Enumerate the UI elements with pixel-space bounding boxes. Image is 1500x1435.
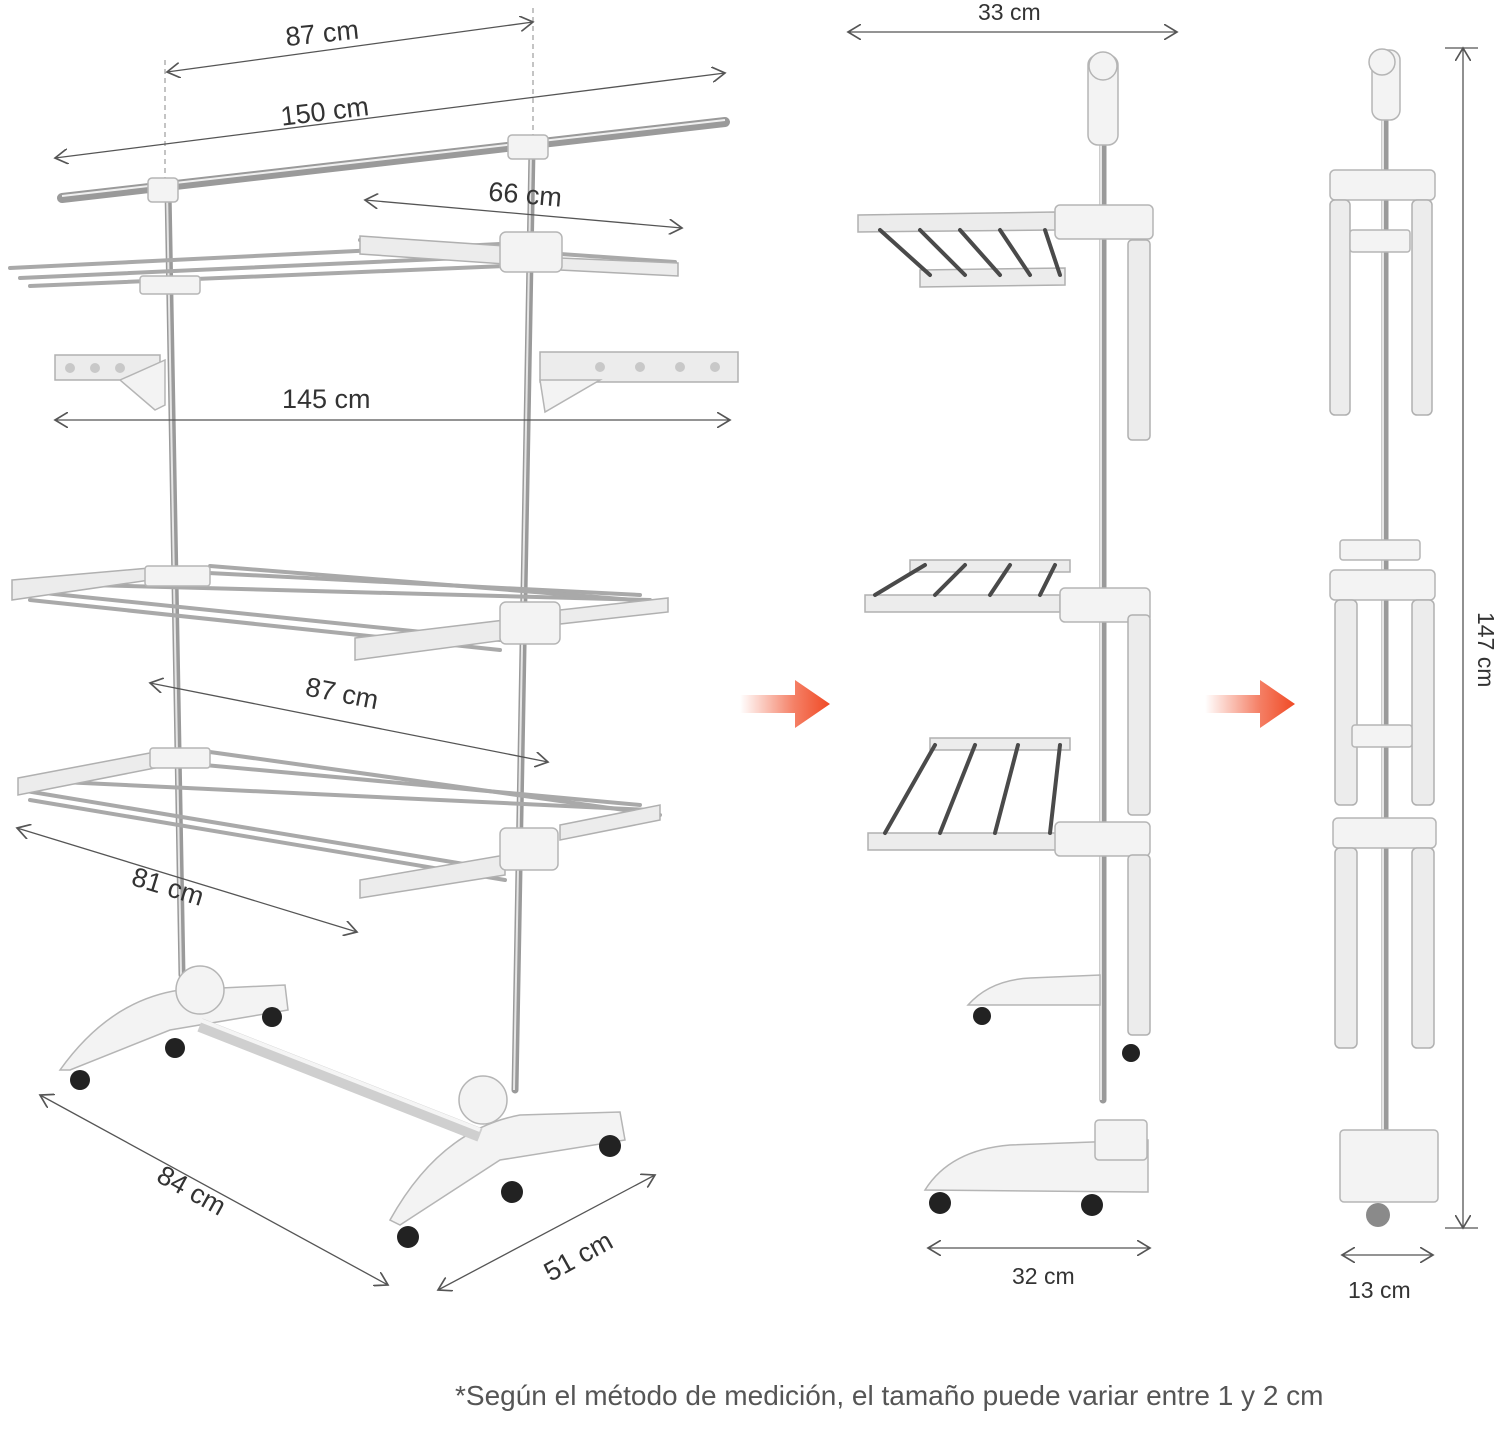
dim-base-width: 51 cm xyxy=(539,1225,618,1287)
dim-height: 147 cm xyxy=(1473,612,1499,687)
folded-rack: 147 cm 13 cm xyxy=(1329,48,1499,1303)
dim-side-base-width: 32 cm xyxy=(1012,1263,1075,1289)
dim-top-wing-width: 66 cm xyxy=(487,176,563,212)
bottom-shelf xyxy=(17,747,662,899)
dim-top-bar-length: 150 cm xyxy=(279,91,371,132)
middle-shelf xyxy=(11,564,669,661)
dim-top-width: 87 cm xyxy=(284,15,360,53)
side-wings xyxy=(54,351,739,414)
expanded-rack: 87 cm 150 cm 66 cm 145 cm 87 cm 81 cm 84… xyxy=(8,8,739,1290)
dim-wing-span: 145 cm xyxy=(282,384,371,414)
measurement-footnote: *Según el método de medición, el tamaño … xyxy=(455,1380,1324,1411)
top-shelf xyxy=(8,231,679,295)
side-view-rack: 33 cm 32 cm xyxy=(848,0,1177,1289)
dim-base-length: 84 cm xyxy=(152,1160,231,1222)
dim-lower-shelf-width: 87 cm xyxy=(303,672,381,715)
transition-arrow-icon xyxy=(1205,680,1295,728)
rack-base xyxy=(58,965,626,1248)
transition-arrow-icon xyxy=(740,680,830,728)
dim-folded-width: 13 cm xyxy=(1348,1277,1411,1303)
dim-side-top-width: 33 cm xyxy=(978,0,1041,25)
dim-shelf-depth: 81 cm xyxy=(128,862,207,912)
